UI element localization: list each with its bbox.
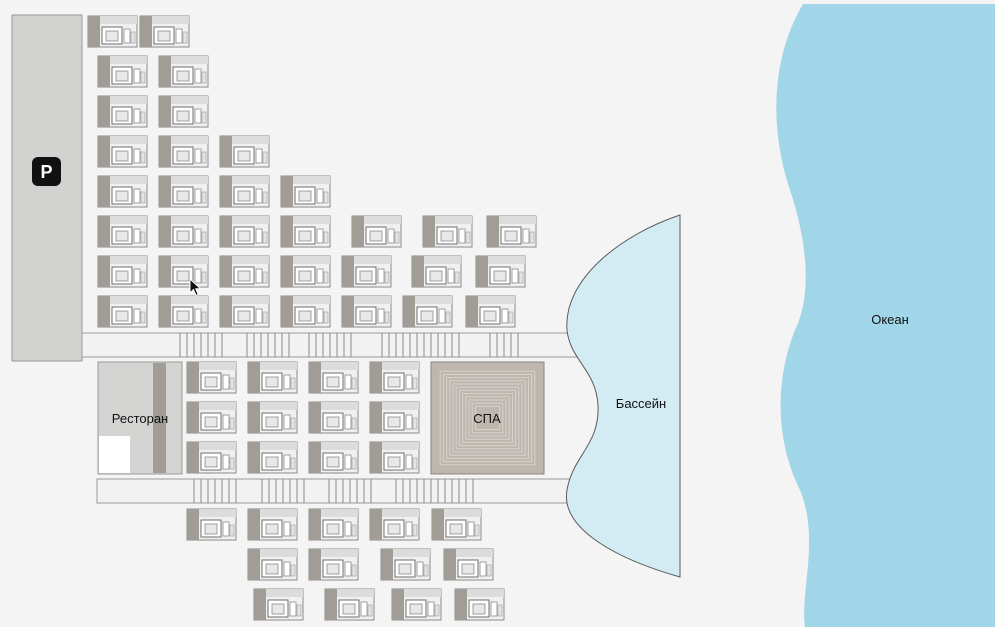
- villa[interactable]: [443, 548, 494, 581]
- villa[interactable]: [97, 55, 148, 88]
- villa[interactable]: [158, 295, 209, 328]
- parking-label: P: [40, 162, 52, 182]
- villa[interactable]: [97, 95, 148, 128]
- villa[interactable]: [431, 508, 482, 541]
- spa-label: СПА: [473, 411, 501, 426]
- walkway-upper-markings: [179, 333, 519, 357]
- villa[interactable]: [411, 255, 462, 288]
- villa[interactable]: [308, 441, 359, 474]
- villa[interactable]: [308, 401, 359, 434]
- villa[interactable]: [369, 401, 420, 434]
- parking-icon: [32, 157, 61, 186]
- villa[interactable]: [280, 215, 331, 248]
- walkway-upper: [81, 332, 583, 358]
- villa[interactable]: [158, 135, 209, 168]
- villa[interactable]: [369, 361, 420, 394]
- villa[interactable]: [247, 441, 298, 474]
- villa[interactable]: [280, 255, 331, 288]
- villa[interactable]: [97, 255, 148, 288]
- villa[interactable]: [465, 295, 516, 328]
- pool-area[interactable]: [566, 214, 681, 578]
- villa[interactable]: [341, 295, 392, 328]
- villa[interactable]: [186, 508, 237, 541]
- villa[interactable]: [402, 295, 453, 328]
- villa[interactable]: [308, 361, 359, 394]
- ocean-label: Океан: [871, 312, 909, 327]
- parking-lot[interactable]: P: [11, 14, 83, 362]
- villa[interactable]: [324, 588, 375, 621]
- ocean-area[interactable]: [776, 4, 995, 627]
- walkway-lower-markings: [193, 479, 474, 503]
- villa[interactable]: [308, 548, 359, 581]
- villa[interactable]: [422, 215, 473, 248]
- villa[interactable]: [186, 361, 237, 394]
- villa[interactable]: [391, 588, 442, 621]
- villa[interactable]: [186, 441, 237, 474]
- restaurant-label: Ресторан: [112, 411, 169, 426]
- villa[interactable]: [219, 175, 270, 208]
- villa[interactable]: [475, 255, 526, 288]
- villa[interactable]: [369, 441, 420, 474]
- villa[interactable]: [158, 175, 209, 208]
- villas: [87, 15, 537, 621]
- villa[interactable]: [97, 175, 148, 208]
- villa[interactable]: [97, 135, 148, 168]
- villa[interactable]: [219, 215, 270, 248]
- villa[interactable]: [247, 508, 298, 541]
- villa[interactable]: [139, 15, 190, 48]
- villa[interactable]: [186, 401, 237, 434]
- villa[interactable]: [369, 508, 420, 541]
- villa[interactable]: [247, 401, 298, 434]
- walkway-lower: [96, 478, 583, 504]
- villa[interactable]: [97, 295, 148, 328]
- pool-label: Бассейн: [616, 396, 666, 411]
- restaurant-building[interactable]: Ресторан: [97, 361, 183, 475]
- villa[interactable]: [158, 95, 209, 128]
- spa-pattern: [439, 370, 536, 466]
- villa[interactable]: [219, 135, 270, 168]
- villa[interactable]: [219, 255, 270, 288]
- villa[interactable]: [351, 215, 402, 248]
- villa[interactable]: [158, 215, 209, 248]
- villa[interactable]: [253, 588, 304, 621]
- villa[interactable]: [158, 255, 209, 288]
- villa[interactable]: [87, 15, 138, 48]
- villa[interactable]: [280, 175, 331, 208]
- villa[interactable]: [97, 215, 148, 248]
- villa[interactable]: [454, 588, 505, 621]
- villa[interactable]: [247, 548, 298, 581]
- villa[interactable]: [247, 361, 298, 394]
- villa[interactable]: [219, 295, 270, 328]
- villa[interactable]: [280, 295, 331, 328]
- villa[interactable]: [380, 548, 431, 581]
- villa[interactable]: [341, 255, 392, 288]
- villa[interactable]: [158, 55, 209, 88]
- villa[interactable]: [486, 215, 537, 248]
- spa-building[interactable]: СПА: [430, 361, 545, 475]
- villa[interactable]: [308, 508, 359, 541]
